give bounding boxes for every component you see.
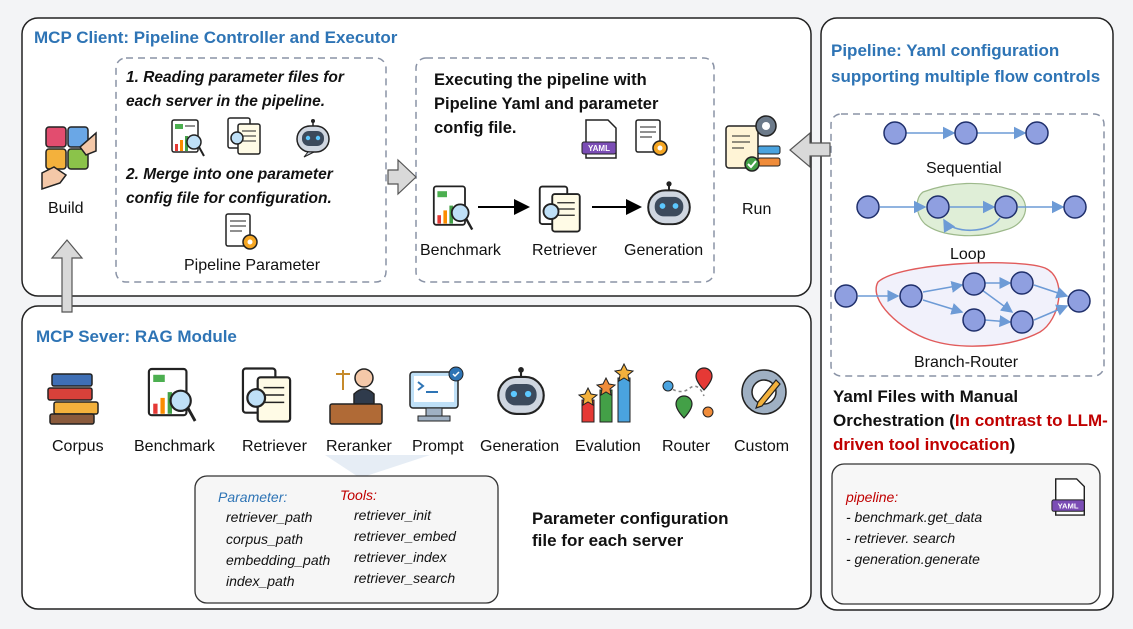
pipeline-title: Pipeline: Yaml configuration supporting … [831,41,1101,86]
flow-node [962,308,986,332]
flow-node [962,272,986,296]
module-label: Reranker [326,438,392,455]
corpus-books-icon [47,373,99,425]
benchmark-icon [147,367,197,422]
loop-flow [856,182,1087,237]
param-item: index_path [226,573,295,589]
prompt-monitor-icon [409,366,464,422]
merge-dashed-box [115,57,387,283]
flow-node [834,284,858,308]
benchmark-doc-icon [171,119,205,157]
generation-robot-icon [497,367,545,415]
arrow-merge-to-execute [387,158,417,196]
server-title: MCP Sever: RAG Module [36,327,237,346]
yaml-header: pipeline: [846,489,899,505]
param-header: Parameter: [218,489,288,505]
tool-item: retriever_init [354,507,432,523]
manual-orchestration-text: Yaml Files with Manual Orchestration (In… [833,387,1108,454]
flow-node [1067,289,1091,313]
reranker-judge-icon [329,368,383,425]
param-caption: Parameter configuration file for each se… [532,509,729,550]
branch-router-flow [834,262,1091,347]
run-label: Run [742,201,772,218]
flow-label-retriever: Retriever [532,242,597,259]
flow-node [994,195,1018,219]
flow-node [899,284,923,308]
custom-gear-icon [741,369,787,415]
flow-node [883,121,907,145]
puzzle-icon [41,126,97,191]
flow-name-branch-router: Branch-Router [914,354,1019,371]
param-item: embedding_path [226,552,331,568]
flow-name-loop: Loop [950,246,986,263]
arrow-server-to-build [50,239,84,313]
tool-item: retriever_search [354,570,456,586]
yaml-badge-text: YAML [1058,501,1079,510]
flow-node [1010,310,1034,334]
flow-node [856,195,880,219]
client-title: MCP Client: Pipeline Controller and Exec… [34,28,398,47]
flow-node [1025,121,1049,145]
flow-node [1010,271,1034,295]
config-doc-icon [225,213,258,250]
yaml-line: - retriever. search [846,530,956,546]
benchmark-icon [432,185,474,231]
build-label: Build [48,200,84,217]
module-label: Router [662,438,711,455]
generation-robot-icon [647,181,691,226]
module-label: Evalution [575,438,641,455]
module-label: Generation [480,438,560,455]
yaml-file-icon: YAML [1051,478,1085,516]
param-item: corpus_path [226,531,304,547]
tool-item: retriever_index [354,549,447,565]
contrast-text: In contrast to LLM-driven tool invocatio… [833,411,1108,454]
execute-text: Executing the pipeline with Pipeline Yam… [434,71,659,137]
flow-label-generation: Generation [624,242,704,259]
retriever-icon [538,185,581,233]
pipeline-parameter-label: Pipeline Parameter [184,257,321,274]
merge-step-1: 1. Reading parameter files for each serv… [126,69,344,110]
yaml-line: - benchmark.get_data [846,509,983,525]
module-label: Benchmark [134,438,215,455]
flow-node [926,195,950,219]
run-gear-doc-icon [725,115,781,172]
flow-name-sequential: Sequential [926,160,1002,177]
module-label: Corpus [52,438,104,455]
flow-label-benchmark: Benchmark [420,242,501,259]
param-item: retriever_path [226,509,313,525]
tools-header: Tools: [340,487,377,503]
flow-node [1063,195,1087,219]
robot-icon [296,119,330,158]
flow-node [954,121,978,145]
tool-item: retriever_embed [354,528,456,544]
arrow-pipeline-to-run [789,131,831,169]
yaml-line: - generation.generate [846,551,980,567]
yaml-config-box [831,463,1101,605]
retriever-icon [241,367,292,423]
param-config-box [194,475,499,604]
module-label: Retriever [242,438,307,455]
yaml-badge-text: YAML [588,144,610,153]
sequential-flow [883,121,1049,145]
config-doc-icon [635,119,668,156]
yaml-file-icon: YAML [581,119,617,159]
module-label: Prompt [412,438,464,455]
execute-dashed-box [415,57,715,283]
router-pins-icon [662,367,714,419]
module-label: Custom [734,438,790,455]
merge-step-2: 2. Merge into one parameter config file … [126,166,333,207]
evaluation-chart-icon [577,362,635,423]
retriever-doc-icon [227,117,261,155]
